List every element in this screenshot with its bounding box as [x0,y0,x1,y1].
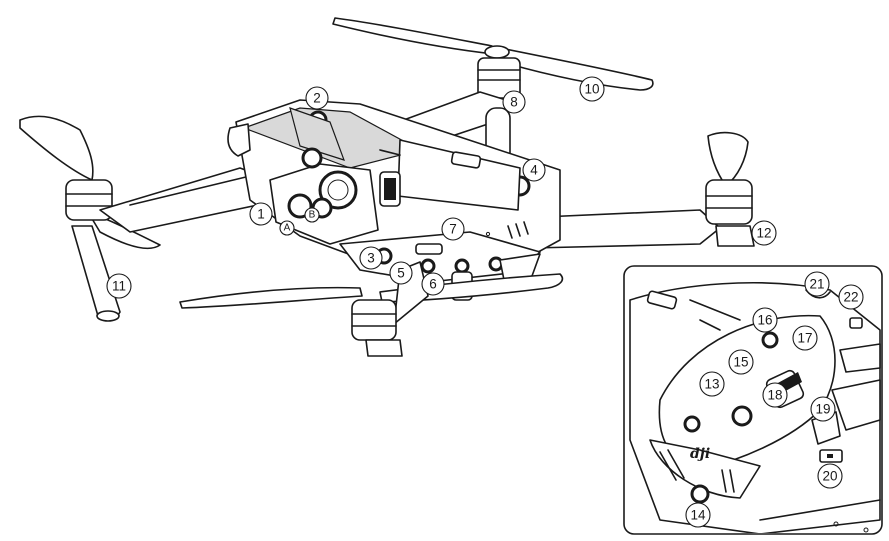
callout-16-label: 16 [757,313,772,328]
callout-20: 20 [817,463,843,489]
drone-main-view [19,17,755,357]
callout-B-label: B [309,210,316,221]
callout-A: A [279,220,295,236]
callout-6-label: 6 [429,277,437,292]
inset-panel: dji [623,265,883,535]
callout-19: 19 [810,396,836,422]
callout-11: 11 [106,273,132,299]
callout-10: 10 [579,76,605,102]
callout-12: 12 [751,220,777,246]
dji-logo: dji [690,446,710,462]
callout-7: 7 [441,217,465,241]
callout-17-label: 17 [797,331,812,346]
callout-14-label: 14 [690,508,706,523]
callouts: 1 2 3 4 5 6 7 8 10 11 12 13 14 15 16 17 … [106,76,864,528]
callout-2: 2 [305,86,329,110]
callout-15-label: 15 [733,355,748,370]
callout-5: 5 [389,261,413,285]
camera-gimbal [269,107,379,245]
callout-12-label: 12 [756,226,771,241]
callout-17: 17 [792,325,818,351]
propeller-rear-left [19,115,161,322]
callout-19-label: 19 [815,402,830,417]
callout-11-label: 11 [112,279,126,294]
callout-A-label: A [284,223,291,234]
callout-4: 4 [522,158,546,182]
callout-16: 16 [752,307,778,333]
callout-10-label: 10 [584,82,599,97]
callout-3-label: 3 [367,251,375,266]
callout-2-label: 2 [313,91,321,106]
callout-B: B [304,207,320,223]
callout-6: 6 [421,272,445,296]
callout-15: 15 [728,349,754,375]
callout-8-label: 8 [510,95,518,110]
callout-18: 18 [762,382,788,408]
callout-22: 22 [838,284,864,310]
callout-18-label: 18 [767,388,782,403]
callout-4-label: 4 [530,163,538,178]
callout-22-label: 22 [843,290,858,305]
callout-20-label: 20 [822,469,837,484]
callout-5-label: 5 [397,266,405,281]
callout-21: 21 [804,271,830,297]
callout-3: 3 [359,246,383,270]
callout-1: 1 [249,202,273,226]
callout-14: 14 [685,502,711,528]
callout-8: 8 [502,90,526,114]
callout-1-label: 1 [257,207,265,222]
propeller-top-right [332,17,654,99]
callout-7-label: 7 [449,222,457,237]
callout-13: 13 [699,371,725,397]
arm-rear-right [519,131,755,249]
propeller-front-left [179,261,564,357]
callout-21-label: 21 [809,277,824,292]
callout-13-label: 13 [704,377,719,392]
